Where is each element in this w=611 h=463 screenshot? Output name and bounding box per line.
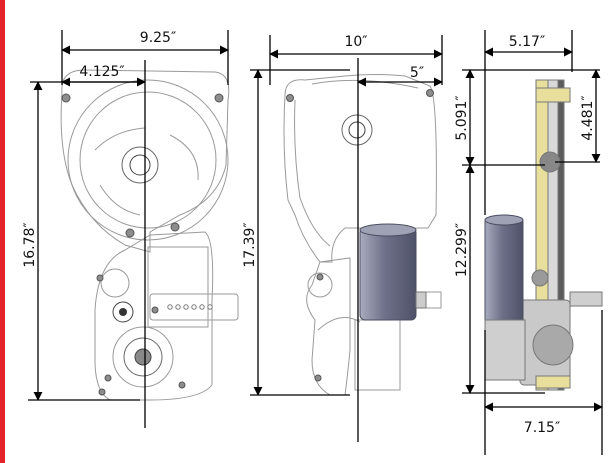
front-gear-box [147, 246, 209, 328]
side-motor-body [484, 217, 524, 324]
side-motor [484, 214, 526, 381]
side-motor-gearhead [484, 319, 526, 381]
side-top-clamp [535, 87, 571, 103]
back-hub-outer [341, 114, 373, 146]
front-lower-wheel-mid [123, 337, 163, 377]
back-lower-housing [306, 257, 351, 396]
side-bottom-width-label: 7.15″ [524, 420, 560, 436]
back-housing-inner [294, 99, 331, 247]
bolt [98, 388, 106, 396]
back-hub-inner [348, 121, 366, 139]
front-spoke [94, 127, 146, 151]
back-motor-body [359, 227, 417, 321]
bolt [125, 228, 135, 238]
back-dimensions [250, 35, 443, 442]
side-lower-gear [532, 324, 574, 366]
side-upper-height-label: 5.091″ [454, 95, 470, 140]
bolt [151, 306, 159, 314]
front-sprocket-mid-hub [119, 308, 127, 316]
bolt [178, 381, 186, 389]
side-motor-cap [484, 214, 524, 226]
front-lower-wheel-hub [134, 348, 152, 366]
front-large-wheel-outer [67, 79, 229, 241]
back-motor-cap [359, 223, 417, 237]
back-height-label: 17.39″ [242, 222, 258, 267]
back-half-width-label: 5″ [410, 65, 424, 81]
back-lower-arc [317, 317, 361, 331]
back-view [283, 74, 442, 396]
left-accent-bar [0, 0, 5, 463]
side-shaft [569, 291, 603, 307]
front-spoke [169, 134, 199, 181]
front-view [60, 69, 239, 401]
bolt [170, 222, 180, 232]
bolt [314, 374, 322, 382]
back-motor-flange [415, 291, 427, 309]
front-center-width-label: 4.125″ [79, 64, 124, 80]
side-top-width-label: 5.17″ [509, 34, 545, 50]
front-height-label: 16.78″ [22, 222, 38, 267]
front-lower-body [94, 231, 214, 401]
side-lower-height-label: 12.299″ [454, 223, 470, 277]
front-hub-outer [121, 146, 159, 184]
back-width-label: 10″ [344, 34, 367, 50]
back-sprocket [307, 272, 333, 298]
bolt [316, 273, 324, 281]
front-large-wheel-inner [79, 91, 217, 229]
back-motor [359, 223, 427, 321]
front-width-label: 9.25″ [140, 30, 176, 46]
side-mid-gear [531, 269, 549, 287]
back-motor-bracket [354, 319, 401, 391]
front-lower-wheel-outer [112, 326, 174, 388]
front-spoke [99, 184, 141, 216]
front-sprocket-mid [112, 301, 134, 323]
front-hub-inner [129, 154, 151, 176]
bolt [61, 93, 71, 103]
bolt [96, 274, 104, 282]
side-view [519, 79, 603, 391]
front-upper-housing [60, 69, 230, 253]
side-dimensions [462, 30, 603, 455]
front-sprocket-upper [100, 268, 130, 298]
side-inner-height-label: 4.481″ [580, 95, 596, 140]
bolt [214, 93, 224, 103]
side-belt [557, 79, 565, 391]
bolt [286, 94, 294, 102]
front-dimensions [28, 30, 229, 428]
bolt [426, 89, 434, 97]
front-bracket [149, 293, 239, 321]
back-upper-housing [283, 74, 437, 263]
bolt [104, 374, 112, 382]
side-bottom-clamp [535, 375, 571, 389]
